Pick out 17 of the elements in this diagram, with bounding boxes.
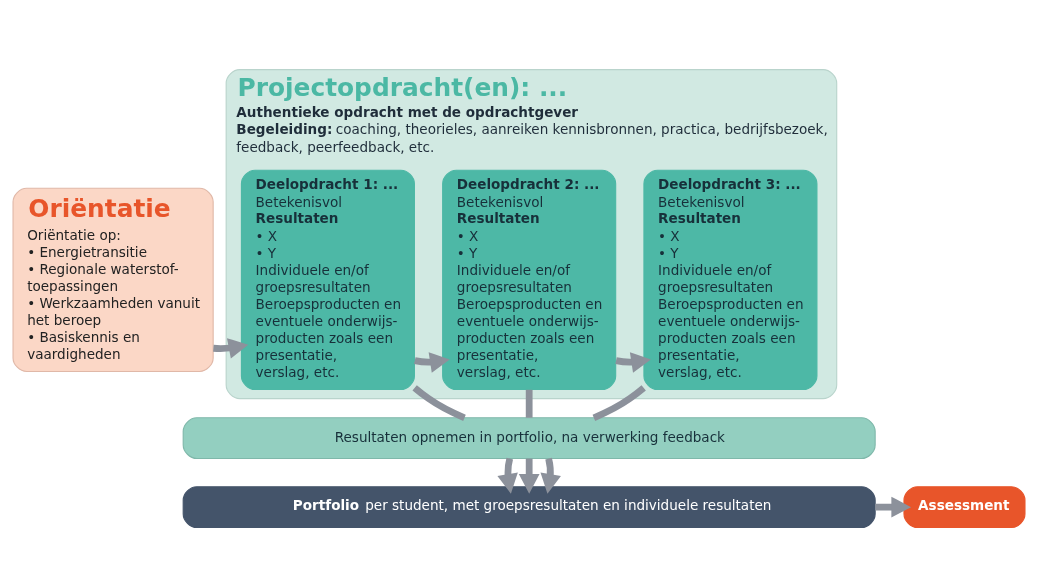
node-box: Oriëntatie Oriëntatie op: • Energietransitie • Regionale waterstof-toepassingen • Werkzaamheden vanuit het beroep • Basiskennis en vaardigheden — [12, 187, 214, 372]
node-box: Deelopdracht 2: ... Betekenisvol Resultaten • X • Y Individuele en/of groepsresultaten Beroepsproducten en eventuele onderwijs-producten zoals een presentatie, verslag, etc. — [442, 169, 617, 390]
connector — [592, 384, 646, 421]
node-box: Deelopdracht 1: ... Betekenisvol Resultaten • X • Y Individuele en/of groepsresultaten Beroepsproducten en eventuele onderwijs-producten zoals een presentatie, verslag, etc. — [240, 169, 415, 390]
arrow — [875, 496, 912, 517]
node-box: Assessment — [903, 485, 1026, 528]
arrow — [518, 458, 540, 494]
arrow — [497, 457, 518, 494]
connector — [412, 384, 466, 421]
arrow — [414, 351, 450, 373]
node-box: Deelopdracht 3: ... Betekenisvol Resultaten • X • Y Individuele en/of groepsresultaten Beroepsproducten en eventuele onderwijs-producten zoals een presentatie, verslag, etc. — [643, 169, 818, 390]
connector — [525, 389, 533, 418]
node-box: Portfolio per student, met groepsresultaten en individuele resultaten — [182, 485, 876, 528]
arrow — [615, 351, 651, 373]
arrow — [213, 337, 249, 359]
node-box: Resultaten opnemen in portfolio, na verwerking feedback — [182, 416, 876, 459]
arrow — [540, 457, 561, 494]
